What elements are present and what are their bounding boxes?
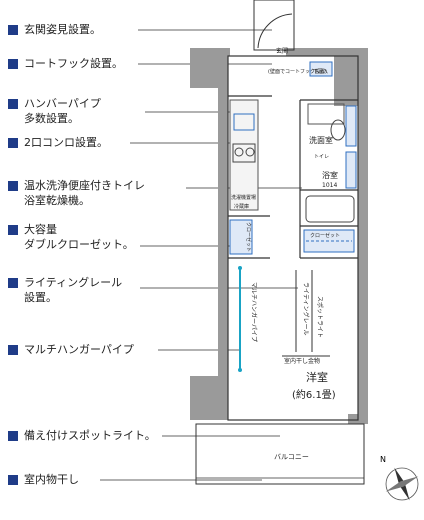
bullet-icon [8,25,18,35]
bullet-icon [8,431,18,441]
label-closet-right: クローゼット [310,232,340,239]
bullet-icon [8,225,18,235]
feature-multi-hanger: マルチハンガーパイプ [8,342,134,357]
door-swing [257,13,293,49]
label-coat-hook: (壁面でコートフック設置) [268,68,327,75]
label-closet-left: クローゼット [245,222,252,252]
washbasin-icon [307,103,345,125]
feature-stove: 2口コンロ設置。 [8,135,108,150]
label-room-name: 洋室 [306,370,328,384]
bullet-icon [8,345,18,355]
feature-coat-hook: コートフック設置。 [8,56,123,71]
wall-right [358,104,368,414]
feature-lighting-rail: ライティングレール 設置。 [8,275,122,305]
exterior-walls [190,48,368,424]
feature-indoor-drying: 室内物干し [8,472,79,487]
bullet-icon [8,99,18,109]
feature-hanger-pipe: ハンバーパイプ 多数設置。 [8,96,101,126]
room-outlines [227,55,359,421]
label-lighting-rail: ライティングレール [302,282,310,336]
door-frame [253,0,295,51]
label-multi-hanger: マルチハンガーパイプ [250,282,258,342]
compass-icon: N [380,455,419,501]
bullet-icon [8,475,18,485]
wall-column-topright [334,48,368,106]
pipe-end-icon [238,368,242,372]
bullet-icon [8,181,18,191]
wall-column-topleft [190,48,228,88]
label-north: N [380,455,386,464]
wall-left [218,88,228,376]
feature-closet: 大容量 ダブルクローゼット。 [8,222,134,252]
shoe-cabinet [309,61,333,77]
kitchen-counter [229,99,259,211]
burner-icon [245,147,255,157]
balcony-outline [195,423,365,485]
bullet-icon [8,59,18,69]
linen-shelf [345,105,357,147]
wall-top-right [286,48,342,56]
compass-ring [385,467,419,501]
label-indoor-dry: 室内干し金物 [284,357,320,365]
unit-outline [227,55,359,421]
label-room-size: (約6.1畳) [292,388,336,401]
pipe-end-icon [238,266,242,270]
stove-icon [232,143,256,163]
bullet-icon [8,138,18,148]
label-shoe-cabinet: 下足入 [313,69,328,75]
feature-entrance-mirror: 玄関姿見設置。 [8,22,101,37]
sink-icon [233,113,255,131]
label-bath: 浴室 [322,170,338,180]
entrance-door [253,0,295,51]
bathtub-icon [305,195,355,223]
bullet-icon [8,278,18,288]
stove-frame [232,143,256,163]
closet-left-icon [229,219,253,255]
toilet-icon [330,119,346,141]
label-laundry: 洗濯機置場 [231,194,256,201]
leader-lines [100,29,302,481]
label-toilet: トイレ [314,154,329,160]
compass-needle [385,476,419,492]
feature-spotlight: 備え付けスポットライト。 [8,428,156,443]
burner-icon [234,147,244,157]
label-balcony: バルコニー [274,453,309,461]
toilet-shelf [345,151,357,189]
wall-column-bottomleft [190,376,228,420]
plan-labels: 玄関 (壁面でコートフック設置) 下足入 洗面室 トイレ 浴室 1014 洗濯機… [231,47,340,461]
feature-toilet-bath: 温水洗浄便座付きトイレ 浴室乾燥機。 [8,178,145,208]
label-washroom: 洗面室 [309,135,333,145]
label-genkan: 玄関 [276,47,288,55]
label-spotlight: スポットライト [316,296,324,338]
label-bath-size: 1014 [322,182,337,189]
label-fridge: 冷蔵庫 [234,203,249,210]
